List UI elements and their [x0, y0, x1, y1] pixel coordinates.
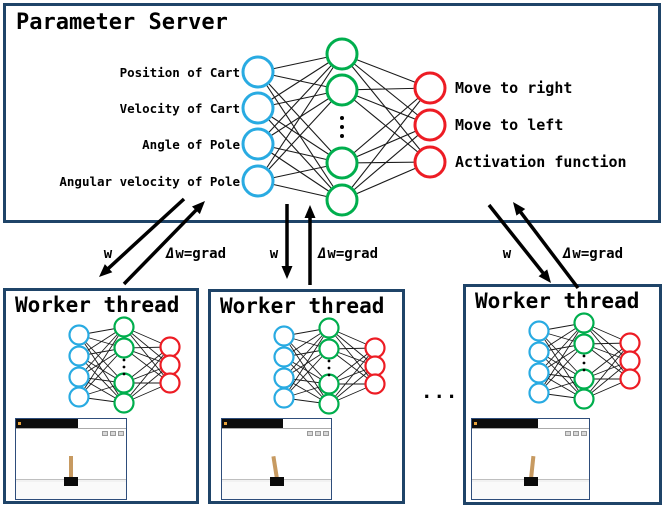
cart [523, 477, 538, 486]
window-controls [100, 421, 124, 436]
gradient-label-middle: Δw=grad [317, 246, 379, 262]
worker-thread-title: Worker thread [15, 293, 180, 317]
cartpole-canvas [472, 429, 589, 499]
window-title-dark-area [222, 419, 284, 428]
maximize-icon [110, 431, 116, 436]
window-app-icon [18, 422, 21, 425]
window-titlebar [472, 419, 589, 436]
cartpole-window [221, 418, 332, 500]
pole [69, 456, 73, 479]
input-label: Angle of Pole [142, 137, 240, 152]
output-label: Move to right [455, 79, 573, 97]
worker-thread-box-1: Worker thread [3, 288, 199, 504]
minimize-icon [565, 431, 571, 436]
weight-download-arrow-middle-head [281, 266, 293, 279]
close-icon [581, 431, 587, 436]
weight-download-arrow-right-head [538, 269, 551, 283]
weight-label-left: w [103, 246, 113, 262]
window-controls [563, 421, 587, 436]
weight-label-right: w [502, 246, 512, 262]
window-controls [305, 421, 329, 436]
pole [528, 455, 535, 480]
input-label: Velocity of Cart [119, 101, 240, 116]
close-icon [118, 431, 124, 436]
cartpole-window [471, 418, 590, 500]
minimize-icon [307, 431, 313, 436]
worker-thread-box-3: Worker thread [463, 284, 662, 505]
ground-area [16, 482, 126, 499]
output-label: Move to left [455, 116, 564, 134]
cart [269, 477, 284, 486]
delta-glyph: Δ [562, 246, 572, 262]
delta-glyph: Δ [317, 246, 327, 262]
window-app-icon [224, 422, 227, 425]
weight-download-arrow-left-head [99, 264, 113, 277]
window-app-icon [474, 422, 477, 425]
gradient-label-left: Δw=grad [165, 246, 227, 262]
cartpole-canvas [222, 429, 331, 499]
close-icon [323, 431, 329, 436]
minimize-icon [102, 431, 108, 436]
pole [270, 455, 279, 480]
gradient-label-right: Δw=grad [562, 246, 624, 262]
maximize-icon [573, 431, 579, 436]
maximize-icon [315, 431, 321, 436]
ground-area [472, 482, 589, 499]
worker-thread-title: Worker thread [220, 294, 385, 318]
window-titlebar [222, 419, 331, 436]
parameter-server-title: Parameter Server [16, 10, 228, 35]
workers-ellipsis: ... [421, 381, 459, 403]
ground-area [222, 482, 331, 499]
delta-glyph: Δ [165, 246, 175, 262]
input-label: Position of Cart [119, 65, 240, 80]
worker-thread-box-2: Worker thread [208, 289, 405, 504]
output-label: Activation function [455, 153, 627, 171]
cart [64, 477, 78, 486]
window-title-dark-area [16, 419, 78, 428]
weight-label-middle: w [269, 246, 279, 262]
cartpole-canvas [16, 429, 126, 499]
window-title-dark-area [472, 419, 538, 428]
cartpole-window [15, 418, 127, 500]
input-label: Angular velocity of Pole [59, 174, 240, 189]
window-titlebar [16, 419, 126, 436]
worker-thread-title: Worker thread [475, 289, 640, 313]
